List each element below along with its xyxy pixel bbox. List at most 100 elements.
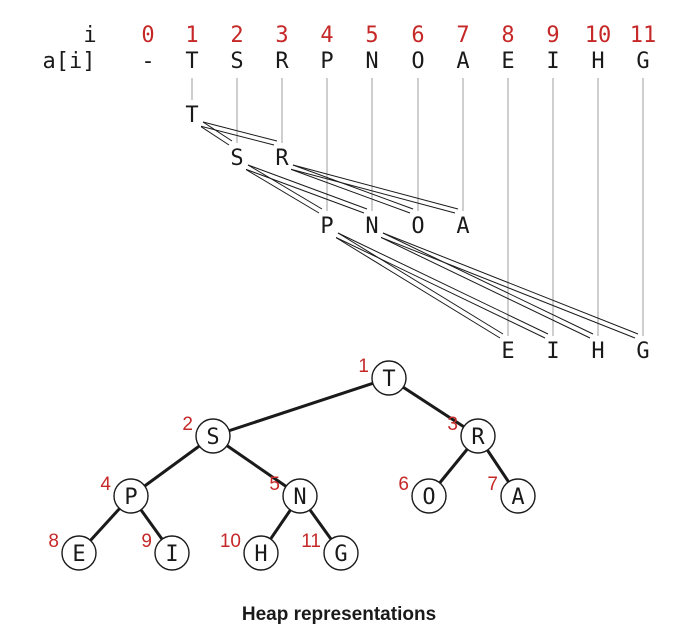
index-cell-0: 0 xyxy=(141,23,154,48)
level-link-5-11 xyxy=(379,236,636,339)
level-key-9: I xyxy=(546,339,559,364)
tree-node-key-4: P xyxy=(124,485,137,510)
tree-node-index-6: 6 xyxy=(398,474,409,495)
tree-node-key-7: A xyxy=(511,485,524,510)
tree-edges xyxy=(77,376,520,555)
caption: Heap representations xyxy=(242,604,436,625)
tree-node-index-9: 9 xyxy=(141,531,152,552)
value-cell-5: N xyxy=(365,49,378,74)
level-link-3-7-b xyxy=(292,164,459,210)
level-key-3: R xyxy=(275,146,289,171)
index-cell-9: 9 xyxy=(546,23,559,48)
index-cell-10: 10 xyxy=(585,23,612,48)
tree-node-key-8: E xyxy=(72,542,85,567)
level-key-4: P xyxy=(320,214,333,239)
tree-node-key-6: O xyxy=(422,485,435,510)
tree-node-index-3: 3 xyxy=(447,414,458,435)
level-key-2: S xyxy=(230,146,243,171)
tree-node-circle-5 xyxy=(282,478,318,514)
tree-node-circle-1 xyxy=(371,360,407,396)
level-backing-10 xyxy=(589,339,607,363)
tree-node-key-9: I xyxy=(165,542,178,567)
level-link-2-5 xyxy=(244,168,365,214)
level-key-10: H xyxy=(591,339,604,364)
tree-node-circle-9 xyxy=(154,535,190,571)
tree-node-circle-6 xyxy=(411,478,447,514)
tree-node-8: E8 xyxy=(48,531,97,571)
tree-node-10: H 10 xyxy=(220,531,279,571)
tree-node-key-11: G xyxy=(334,542,347,567)
tree-node-5: N5 xyxy=(269,474,318,514)
level-key-11: G xyxy=(636,339,649,364)
tree-node-key-5: N xyxy=(293,485,306,510)
level-link-4-8-b xyxy=(337,232,504,335)
value-cell-9: I xyxy=(546,49,559,74)
tree-node-index-1: 1 xyxy=(358,356,369,377)
tree-node-key-3: R xyxy=(471,425,485,450)
level-link-1-3 xyxy=(199,125,275,146)
index-cell-2: 2 xyxy=(230,23,243,48)
level-link-1-2-b xyxy=(202,121,233,142)
tree-node-index-5: 5 xyxy=(269,474,280,495)
tree-node-key-1: T xyxy=(382,367,395,392)
level-link-5-11-b xyxy=(382,232,639,335)
tree-node-index-2: 2 xyxy=(182,414,193,435)
level-link-5-10-b xyxy=(382,232,594,335)
index-cell-11: 11 xyxy=(630,23,657,48)
array-guide-lines xyxy=(191,78,644,336)
level-backing-7 xyxy=(454,214,472,238)
level-backing-2 xyxy=(228,146,246,170)
level-links xyxy=(199,121,639,339)
tree-node-index-10: 10 xyxy=(220,531,241,552)
tree-node-9: I9 xyxy=(141,531,190,571)
index-cell-1: 1 xyxy=(185,23,198,48)
tree-node-11: G11 xyxy=(301,531,359,571)
tree-edge-1-3 xyxy=(388,376,479,438)
level-link-2-5-b xyxy=(247,164,368,210)
tree-node-circle-11 xyxy=(323,535,359,571)
level-key-6: O xyxy=(411,214,424,239)
level-link-3-7 xyxy=(289,168,456,214)
value-cell-7: A xyxy=(456,49,469,74)
level-link-4-8 xyxy=(334,236,501,339)
level-key-7: A xyxy=(456,214,469,239)
index-cell-6: 6 xyxy=(411,23,424,48)
tree-edge-1-2 xyxy=(212,376,390,438)
level-key-8: E xyxy=(501,339,514,364)
tree-node-circle-2 xyxy=(195,418,231,454)
tree-node-circle-7 xyxy=(500,478,536,514)
tree-node-circle-8 xyxy=(61,535,97,571)
value-cell-2: S xyxy=(230,49,243,74)
tree-node-index-7: 7 xyxy=(487,474,498,495)
value-cell-1: T xyxy=(185,49,198,74)
tree-node-key-10: H xyxy=(254,542,267,567)
level-link-3-6-b xyxy=(292,164,414,210)
level-key-5: N xyxy=(365,214,378,239)
index-cell-3: 3 xyxy=(275,23,288,48)
tree-node-circle-3 xyxy=(460,418,496,454)
value-cell-10: H xyxy=(591,49,604,74)
level-link-4-9-b xyxy=(337,232,549,335)
value-cell-8: E xyxy=(501,49,514,74)
value-cell-11: G xyxy=(636,49,649,74)
level-backing-8 xyxy=(499,339,517,363)
tree-node-7: A7 xyxy=(487,474,536,514)
tree-node-circle-4 xyxy=(113,478,149,514)
value-cell-3: R xyxy=(275,49,289,74)
array-row-label: a[i] xyxy=(43,49,96,74)
tree-node-3: R3 xyxy=(447,414,496,454)
tree-node-1: T1 xyxy=(358,356,407,396)
tree-node-index-8: 8 xyxy=(48,531,59,552)
level-backing-5 xyxy=(363,214,381,238)
tree-node-4: P4 xyxy=(100,474,149,514)
level-link-2-4-b xyxy=(247,164,323,210)
index-cell-8: 8 xyxy=(501,23,514,48)
tree-node-key-2: S xyxy=(206,425,219,450)
index-cell-5: 5 xyxy=(365,23,378,48)
value-cell-6: O xyxy=(411,49,424,74)
